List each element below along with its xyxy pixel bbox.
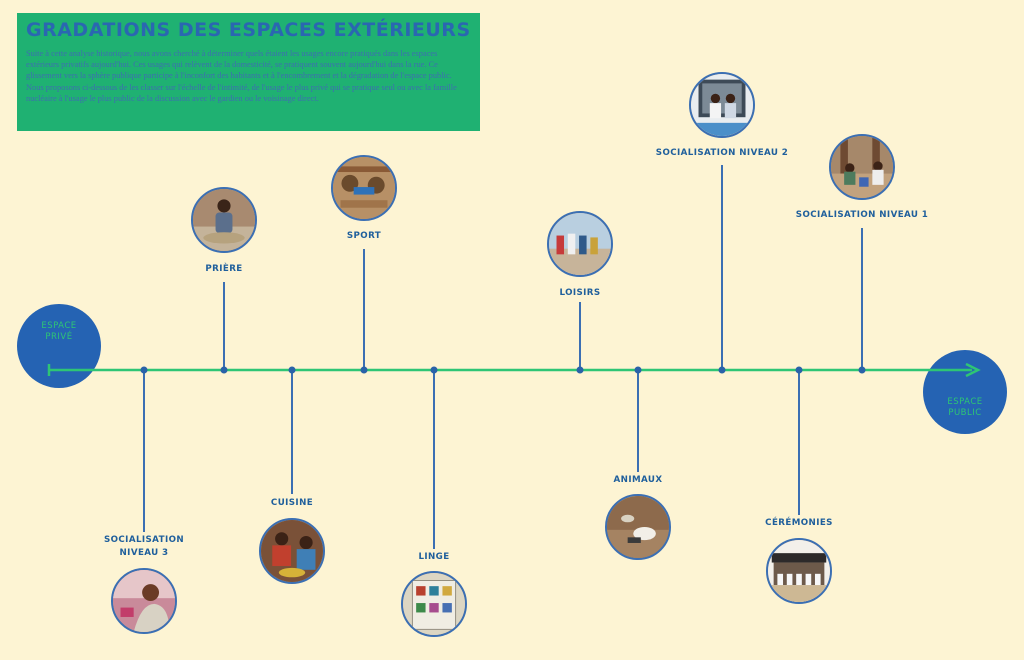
men-doorway-photo — [689, 72, 755, 138]
axis-arrowhead — [965, 362, 981, 378]
laundry-shelves-photo — [401, 571, 467, 637]
intro-paragraph: Suite à cette analyse historique, nous a… — [26, 49, 457, 103]
gym-equipment-photo — [331, 155, 397, 221]
label-loisirs: LOISIRS — [559, 288, 601, 298]
women-cooking-photo — [259, 518, 325, 584]
label-socialisation-1: SOCIALISATION NIVEAU 1 — [795, 210, 929, 220]
children-street-photo — [547, 211, 613, 277]
label-sport: SPORT — [346, 231, 382, 241]
label-cuisine: CUISINE — [270, 498, 314, 508]
intro-box: GRADATIONS DES ESPACES EXTÉRIEURS Suite … — [17, 13, 480, 131]
label-socialisation-2: SOCIALISATION NIVEAU 2 — [655, 148, 789, 158]
woman-portrait-photo — [111, 568, 177, 634]
goats-yard-photo — [605, 494, 671, 560]
label-linge: LINGE — [418, 552, 450, 562]
label-priere: PRIÈRE — [205, 264, 243, 274]
public-space-circle — [923, 350, 1007, 434]
timeline-dots — [140, 366, 866, 374]
label-animaux: ANIMAUX — [613, 475, 663, 485]
child-praying-photo — [191, 187, 257, 253]
public-space-label: ESPACE PUBLIC — [947, 397, 983, 418]
timeline-stems — [143, 165, 863, 549]
label-ceremonies: CÉRÉMONIES — [765, 518, 833, 528]
page-title: GRADATIONS DES ESPACES EXTÉRIEURS — [26, 19, 471, 41]
private-space-circle — [17, 304, 101, 388]
ceremony-tent-photo — [766, 538, 832, 604]
neighbors-chatting-photo — [829, 134, 895, 200]
private-space-label: ESPACE PRIVÉ — [41, 321, 77, 342]
